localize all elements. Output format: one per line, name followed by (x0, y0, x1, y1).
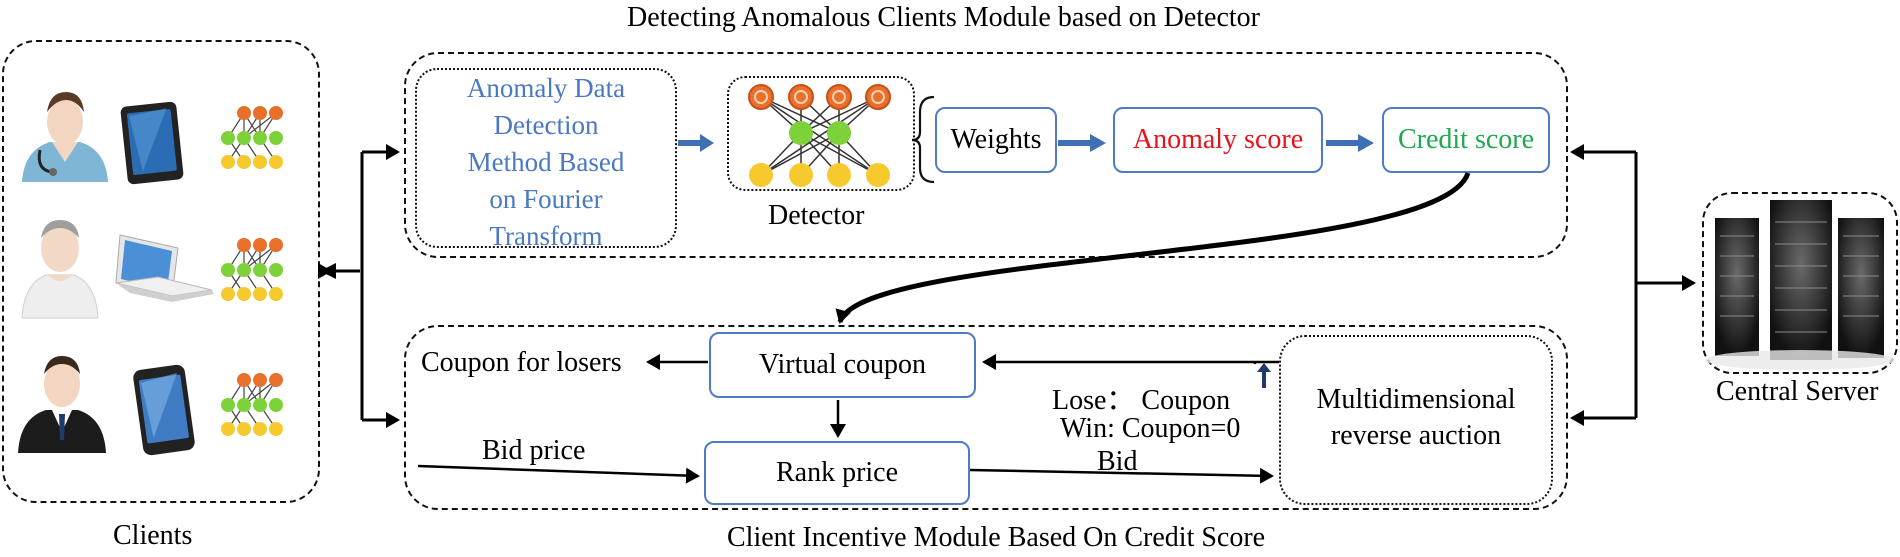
patient-icon (21, 220, 99, 319)
client-link-arrows (318, 144, 400, 428)
auction-line: Multidimensional (1316, 384, 1516, 415)
client-network-icon (221, 106, 283, 169)
lose-coupon-label: Lose： Coupon (1052, 385, 1231, 416)
phone-icon (133, 364, 195, 456)
weights-box: Weights (935, 107, 1057, 173)
auction-line: reverse auction (1330, 420, 1502, 451)
detector-label: Detector (768, 200, 865, 231)
doctor-icon (22, 92, 108, 182)
weights-text: Weights (950, 124, 1042, 155)
coupon-up-arrow-icon (1257, 363, 1271, 388)
businessman-icon (18, 356, 106, 453)
fourier-line: Anomaly Data (466, 73, 626, 103)
clients-label: Clients (113, 520, 193, 551)
virtual-coupon-text: Virtual coupon (758, 349, 927, 380)
fourier-line: Transform (489, 221, 603, 251)
fourier-line: Method Based (467, 147, 625, 177)
credit-to-coupon-curve (835, 172, 1471, 324)
win-coupon-label: Win: Coupon=0 (1060, 413, 1241, 444)
coupon-for-losers-label: Coupon for losers (421, 347, 622, 378)
anomaly-score-box: Anomaly score (1113, 107, 1323, 173)
detector-module-container (404, 52, 1568, 258)
brace-shape (911, 95, 935, 184)
server-label: Central Server (1716, 376, 1879, 407)
auction-text: Multidimensional reverse auction (1279, 382, 1553, 454)
credit-score-box: Credit score (1382, 107, 1550, 173)
credit-score-text: Credit score (1397, 124, 1535, 155)
fourier-method-box (415, 68, 677, 248)
fourier-line: on Fourier (489, 184, 603, 214)
virtual-coupon-box: Virtual coupon (709, 332, 976, 398)
auction-box (1279, 335, 1553, 505)
incentive-arrows (417, 354, 1274, 484)
rank-price-box: Rank price (704, 441, 970, 505)
rank-price-text: Rank price (775, 457, 899, 488)
detector-network-icon (748, 84, 891, 187)
incentive-module-container (404, 325, 1568, 510)
fourier-line: Detection (493, 110, 599, 140)
anomaly-score-text: Anomaly score (1132, 124, 1304, 155)
top-module-title: Detecting Anomalous Clients Module based… (627, 2, 1260, 33)
tablet-icon (120, 101, 184, 185)
server-link-arrows (1570, 144, 1696, 426)
server-container (1702, 192, 1898, 374)
fourier-method-text: Anomaly Data Detection Method Based on F… (415, 70, 677, 255)
client-network-icon (221, 238, 283, 301)
arrow-head (320, 263, 336, 279)
bid-price-label: Bid price (482, 435, 586, 466)
blue-arrows (678, 134, 1374, 152)
server-rack-icon (1705, 200, 1895, 370)
client-network-icon (221, 373, 283, 436)
bottom-module-title: Client Incentive Module Based On Credit … (727, 522, 1266, 553)
laptop-icon (115, 234, 214, 302)
